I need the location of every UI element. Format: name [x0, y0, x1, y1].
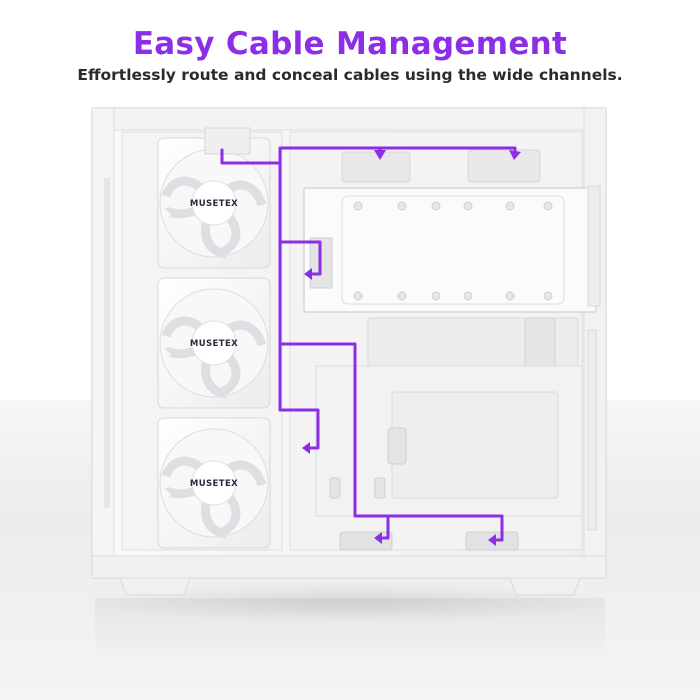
cable-routes — [220, 146, 521, 546]
cable-connector-block — [204, 127, 251, 155]
route-branch-3 — [278, 342, 390, 540]
top-cable-cutout-left — [341, 151, 411, 183]
route-branch-4 — [386, 514, 504, 542]
fan-3: MUSETEX — [157, 417, 271, 549]
rear-fan-bracket — [524, 317, 556, 371]
route-branch-1-arrow — [304, 268, 312, 280]
route-branch-1 — [278, 240, 322, 276]
psu-plate — [391, 391, 559, 499]
fan-3-brand-label: MUSETEX — [190, 479, 238, 489]
lower-grommet-1 — [387, 427, 407, 465]
case-foot-right — [509, 577, 581, 596]
tray-standoffs — [353, 201, 553, 301]
fan-1-brand-label: MUSETEX — [190, 199, 238, 209]
route-top-arrow-2 — [509, 150, 521, 160]
route-top — [220, 146, 517, 165]
bottom-cutout-left — [339, 531, 393, 551]
case-top-panel — [91, 107, 607, 131]
rear-pci-strip — [587, 329, 597, 531]
fan-1: MUSETEX — [157, 137, 271, 269]
route-branch-2-arrow — [302, 442, 310, 454]
case-bottom-panel — [91, 555, 607, 579]
route-branch-2 — [285, 408, 320, 450]
top-cable-cutout-right — [467, 149, 541, 183]
lower-grommet-3 — [374, 477, 386, 499]
case-foot-left — [119, 577, 191, 596]
route-trunk — [278, 161, 289, 412]
page-subtitle: Effortlessly route and conceal cables us… — [77, 66, 623, 84]
floor-reflection — [95, 598, 605, 658]
route-top-arrow-1 — [374, 150, 386, 160]
rear-io-strip — [587, 185, 601, 307]
lower-grommet-2 — [329, 477, 341, 499]
fan-2-brand-label: MUSETEX — [190, 339, 238, 349]
route-branch-4-arrow — [488, 534, 496, 546]
front-vent-strip — [104, 178, 110, 508]
case-front-pillar — [91, 107, 115, 579]
tray-cutout — [341, 195, 565, 305]
fan-2: MUSETEX — [157, 277, 271, 409]
route-branch-3-arrow — [374, 532, 382, 544]
page-title: Easy Cable Management — [132, 26, 568, 62]
